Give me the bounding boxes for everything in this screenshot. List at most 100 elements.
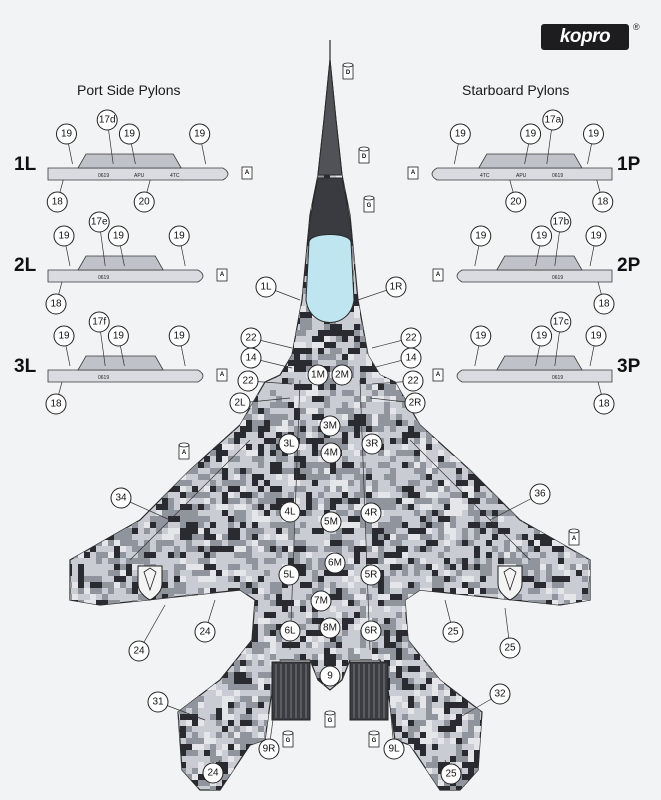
tag-box <box>241 166 253 180</box>
aircraft-callout: 24 <box>194 621 216 643</box>
pylon-label-3p: 3P <box>617 356 641 377</box>
aircraft-callout: 2L <box>229 392 251 414</box>
pylon-label-3l: 3L <box>14 356 37 377</box>
pylon-callout: 18 <box>45 293 67 315</box>
pylon-callout: 19 <box>53 225 75 247</box>
stencil-text: 0619 <box>552 375 563 381</box>
pylon-callout: 19 <box>118 123 140 145</box>
pylon-callout: 19 <box>107 225 129 247</box>
cockpit-frame <box>307 177 353 241</box>
stencil-text: 0619 <box>98 275 109 281</box>
aircraft-callout: 8M <box>319 617 341 639</box>
tag-box <box>432 268 444 282</box>
aircraft-callout: 22 <box>237 370 259 392</box>
aircraft-callout: 24 <box>202 762 224 784</box>
marker-tag: D <box>342 62 354 80</box>
aircraft-callout: 6L <box>279 620 301 642</box>
stencil-text: 4TC <box>480 173 490 179</box>
nozzle-petals <box>275 664 385 718</box>
pylon-callout: 18 <box>593 393 615 415</box>
marker-tag: G <box>282 730 294 748</box>
pylon-callout: 17a <box>542 109 564 131</box>
pylon-callout: 19 <box>168 225 190 247</box>
stencil-text: 0619 <box>98 173 109 179</box>
marker-tag: A <box>568 528 580 546</box>
tag-box <box>216 268 228 282</box>
pylon-callout: 19 <box>168 325 190 347</box>
stencil-text: APU <box>134 173 145 179</box>
aircraft-callout: 9L <box>383 738 405 760</box>
pylon-callout: 19 <box>585 325 607 347</box>
nose-cone <box>317 59 343 176</box>
tag-letter: A <box>245 170 250 176</box>
aircraft-callout: 6R <box>360 620 382 642</box>
port-wing-insignia <box>137 565 163 601</box>
aircraft-callout: 34 <box>110 487 132 509</box>
pylon-callout: 19 <box>470 225 492 247</box>
starboard-heading: Starboard Pylons <box>462 82 570 98</box>
pylon-label-1l: 1L <box>14 154 37 175</box>
aircraft-callout: 9 <box>319 665 341 687</box>
marker-tag: A <box>178 442 190 460</box>
aircraft-callout: 4R <box>360 502 382 524</box>
pylon-fairing <box>496 255 583 271</box>
stencil-text: 4TC <box>170 173 180 179</box>
pylon-callout: 19 <box>189 123 211 145</box>
pylon-1l: 0619 APU 4TC A <box>47 153 253 181</box>
stencil-text: 0619 <box>552 275 563 281</box>
aircraft-callout: 25 <box>442 621 464 643</box>
pylon-fairing <box>496 355 583 371</box>
pylon-fairing <box>77 153 182 169</box>
kopro-logo: kopro <box>541 24 629 50</box>
aircraft-callout: 5L <box>278 564 300 586</box>
aircraft-callout: 2R <box>404 392 426 414</box>
aircraft-callout: 22 <box>400 327 422 349</box>
pylon-callout: 18 <box>592 191 614 213</box>
stencil-text: 0619 <box>98 375 109 381</box>
aircraft-callout: 2M <box>331 364 353 386</box>
pylon-callout: 17e <box>88 211 110 233</box>
pylon-callout: 17d <box>96 109 118 131</box>
aircraft-callout: 1M <box>307 364 329 386</box>
tag-box <box>216 368 228 382</box>
aircraft-callout: 4M <box>320 442 342 464</box>
aircraft-callout: 1R <box>385 276 407 298</box>
pylon-callout: 19 <box>531 225 553 247</box>
aircraft-callout: 1L <box>255 276 277 298</box>
pylon-label-2p: 2P <box>617 255 641 276</box>
aircraft-callout: 32 <box>489 683 511 705</box>
aircraft-callout: 36 <box>529 483 551 505</box>
pylon-rail <box>47 167 229 181</box>
aircraft-callout: 3R <box>361 433 383 455</box>
starboard-wing-insignia <box>497 565 523 601</box>
pylon-callout: 19 <box>520 123 542 145</box>
pylon-callout: 19 <box>107 325 129 347</box>
aircraft-callout: 22 <box>240 327 262 349</box>
pylon-callout: 20 <box>505 191 527 213</box>
pylon-callout: 17b <box>550 211 572 233</box>
marker-tag: G <box>324 710 336 728</box>
pylon-callout: 19 <box>56 123 77 145</box>
pylon-callout: 17c <box>550 311 572 333</box>
tag-letter: A <box>220 372 225 378</box>
tag-letter: A <box>436 272 441 278</box>
pylon-callout: 19 <box>583 123 604 145</box>
marker-tag: G <box>368 730 380 748</box>
pylon-callout: 19 <box>470 325 492 347</box>
aircraft-callout: 25 <box>499 637 521 659</box>
pylon-rail <box>456 369 613 383</box>
aircraft-callout: 22 <box>402 370 424 392</box>
aircraft-callout: 3M <box>319 415 341 437</box>
port-side-heading: Port Side Pylons <box>77 82 181 98</box>
tag-box <box>432 368 444 382</box>
aircraft-callout: 14 <box>240 347 262 369</box>
pylon-callout: 18 <box>45 393 67 415</box>
pylon-callout: 19 <box>53 325 75 347</box>
tag-box <box>407 166 419 180</box>
pylon-callout: 18 <box>593 293 615 315</box>
tag-letter: A <box>411 170 416 176</box>
